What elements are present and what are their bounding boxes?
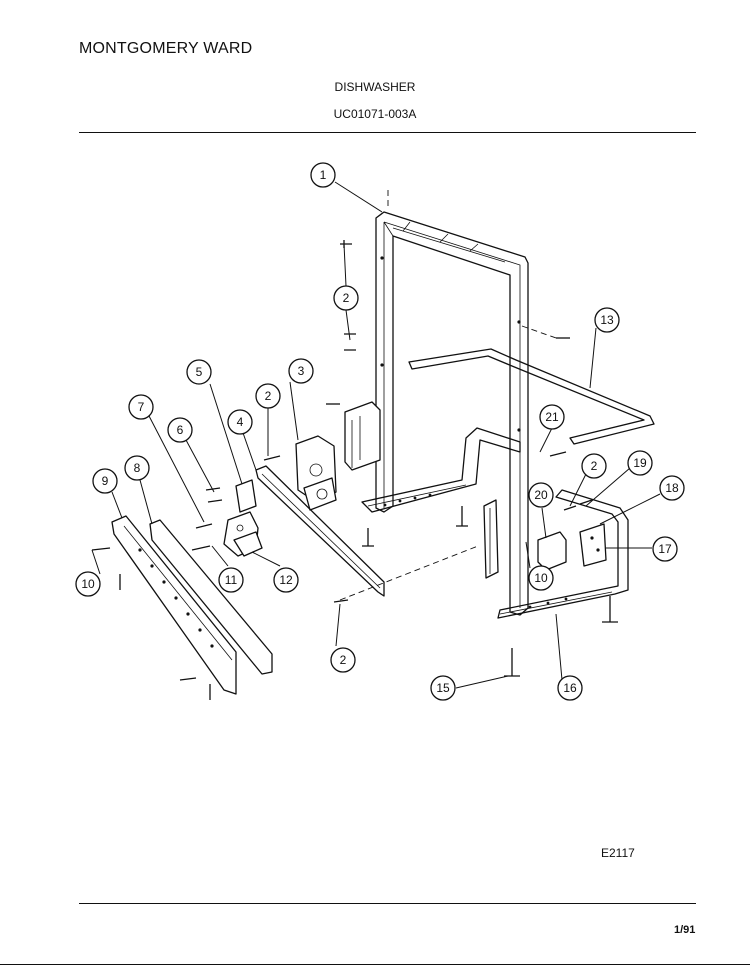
leader-lines	[91, 181, 661, 689]
door-latch-assembly	[295, 401, 381, 511]
center-bracket-part	[483, 499, 499, 579]
header-rule	[79, 132, 696, 133]
svg-text:19: 19	[633, 456, 647, 470]
screws-and-legs	[91, 240, 618, 700]
footer-rule	[79, 903, 696, 904]
callout-2: 2	[581, 453, 607, 479]
svg-text:1: 1	[320, 168, 327, 182]
callout-5: 5	[186, 359, 212, 385]
svg-text:7: 7	[138, 400, 145, 414]
svg-text:17: 17	[658, 542, 672, 556]
switch-assembly	[223, 479, 263, 557]
assembly-guide-lines	[339, 190, 557, 601]
svg-text:21: 21	[545, 410, 559, 424]
callout-18: 18	[659, 475, 685, 501]
page-bottom-rule	[0, 964, 750, 965]
svg-text:2: 2	[343, 291, 350, 305]
svg-text:3: 3	[298, 364, 305, 378]
svg-text:2: 2	[591, 459, 598, 473]
svg-text:5: 5	[196, 365, 203, 379]
svg-text:11: 11	[225, 573, 238, 587]
left-mount-rail-part	[255, 465, 385, 597]
svg-text:20: 20	[534, 488, 548, 502]
drawing-reference: E2117	[601, 846, 635, 860]
svg-text:18: 18	[665, 481, 679, 495]
svg-text:2: 2	[340, 653, 347, 667]
door-frame-part	[375, 211, 529, 616]
hinge-block-part	[537, 531, 567, 571]
callout-2: 2	[330, 647, 356, 673]
callout-10: 10	[528, 565, 554, 591]
svg-text:15: 15	[436, 681, 450, 695]
callout-13: 13	[594, 307, 620, 333]
svg-text:10: 10	[534, 571, 548, 585]
brand-name: MONTGOMERY WARD	[79, 40, 253, 57]
callout-17: 17	[652, 536, 678, 562]
right-rail-part	[497, 489, 629, 619]
callout-10: 10	[75, 571, 101, 597]
callout-7: 7	[128, 394, 154, 420]
callout-4: 4	[227, 409, 253, 435]
svg-text:2: 2	[265, 389, 272, 403]
svg-text:6: 6	[177, 423, 184, 437]
hinge-plate-part	[579, 523, 607, 567]
callout-1: 1	[310, 162, 336, 188]
callout-3: 3	[288, 358, 314, 384]
callout-16: 16	[557, 675, 583, 701]
callout-8: 8	[124, 455, 150, 481]
svg-text:8: 8	[134, 461, 141, 475]
model-code: UC01071-003A	[333, 107, 417, 121]
svg-text:4: 4	[237, 415, 244, 429]
tie-rod-part	[408, 348, 655, 445]
svg-text:12: 12	[279, 573, 293, 587]
svg-text:13: 13	[600, 313, 614, 327]
callout-2: 2	[333, 285, 359, 311]
callout-11: 11	[218, 567, 244, 593]
svg-text:10: 10	[81, 577, 95, 591]
svg-text:16: 16	[563, 681, 577, 695]
lower-rail-assembly	[361, 427, 521, 513]
callout-15: 15	[430, 675, 456, 701]
callout-2: 2	[255, 383, 281, 409]
svg-text:9: 9	[102, 474, 109, 488]
callout-9: 9	[92, 468, 118, 494]
callout-19: 19	[627, 450, 653, 476]
callout-20: 20	[528, 482, 554, 508]
callout-12: 12	[273, 567, 299, 593]
callout-21: 21	[539, 404, 565, 430]
callout-6: 6	[167, 417, 193, 443]
page-date: 1/91	[674, 924, 696, 936]
toe-panel-part	[111, 515, 273, 695]
product-title: DISHWASHER	[334, 80, 416, 94]
